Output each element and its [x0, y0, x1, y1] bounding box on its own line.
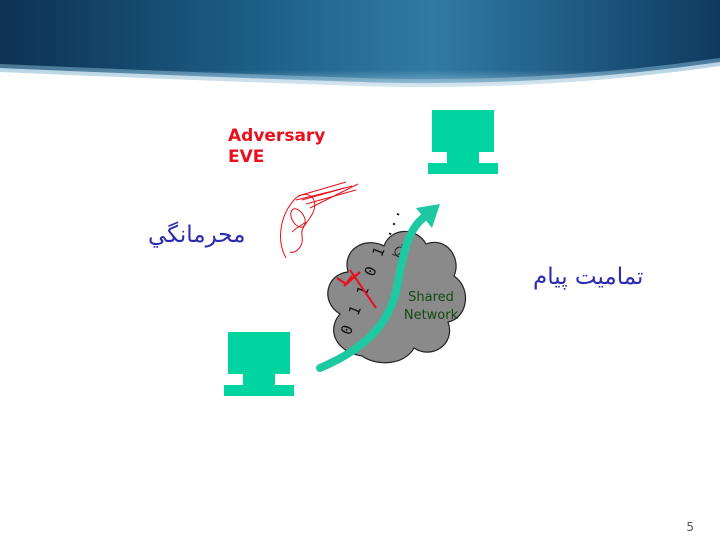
ear-icon	[280, 181, 359, 259]
receiver-computer-icon	[428, 110, 498, 174]
integrity-label: تماميت پيام	[533, 264, 644, 290]
page-number: 5	[686, 520, 694, 534]
interception-mark	[336, 269, 377, 309]
adversary-label-line2: EVE	[228, 147, 265, 167]
sender-computer-icon	[224, 332, 294, 396]
confidentiality-label: محرمانگي	[148, 222, 246, 248]
message-flow-arrow	[316, 204, 440, 372]
shared-network-label-line1: Shared	[408, 290, 454, 305]
shared-network-label-line2: Network	[403, 308, 459, 323]
header-banner	[0, 0, 720, 110]
adversary-label: Adversary EVE	[228, 126, 325, 168]
shared-network-label: Shared Network	[396, 289, 466, 325]
adversary-label-line1: Adversary	[228, 126, 326, 146]
